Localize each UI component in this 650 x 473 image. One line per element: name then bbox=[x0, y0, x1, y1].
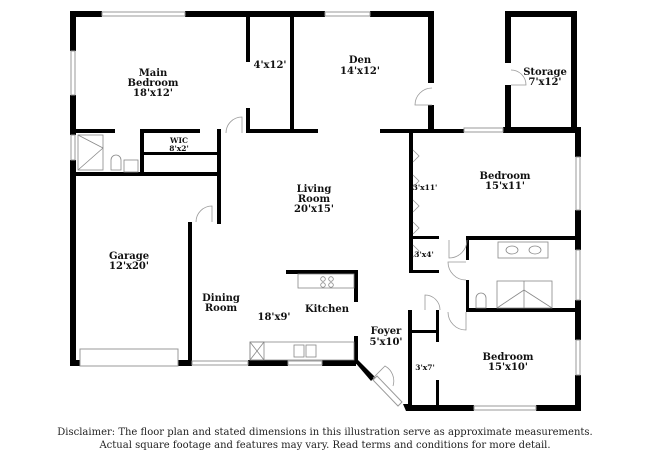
disclaimer-line-2: Actual square footage and features may v… bbox=[99, 440, 551, 451]
storage-label: Storage 7'x12' bbox=[523, 67, 567, 88]
bedroom-2-label: Bedroom 15'x11' bbox=[480, 171, 531, 192]
fixtures bbox=[77, 134, 553, 361]
svg-text:Room: Room bbox=[205, 303, 238, 314]
svg-text:WIC: WIC bbox=[169, 136, 188, 145]
foyer-label: Foyer 5'x10' bbox=[370, 326, 403, 348]
svg-text:Living: Living bbox=[297, 184, 332, 195]
dining-room-label: Dining Room bbox=[202, 293, 240, 314]
garage-label: Garage 12'x20' bbox=[109, 251, 149, 272]
svg-text:Garage: Garage bbox=[109, 251, 149, 262]
svg-text:15'x10': 15'x10' bbox=[488, 362, 528, 373]
closet-3x4-label: 3'x4' bbox=[414, 250, 434, 259]
windows bbox=[70, 11, 581, 411]
svg-text:Bedroom: Bedroom bbox=[483, 352, 534, 363]
svg-text:20'x15': 20'x15' bbox=[294, 204, 334, 215]
main-bedroom-label: Main Bedroom 18'x12' bbox=[128, 68, 179, 99]
closet-3x11-label: 3'x11' bbox=[413, 183, 438, 192]
svg-text:8'x2': 8'x2' bbox=[169, 144, 189, 153]
wic-label: WIC 8'x2' bbox=[169, 136, 189, 153]
living-room-label: Living Room 20'x15' bbox=[294, 184, 334, 215]
svg-text:5'x10': 5'x10' bbox=[370, 337, 403, 348]
doors bbox=[195, 69, 527, 387]
svg-text:15'x11': 15'x11' bbox=[485, 181, 525, 192]
kitchen-label: Kitchen bbox=[305, 304, 350, 315]
svg-text:7'x12': 7'x12' bbox=[529, 77, 562, 88]
disclaimer-line-1: Disclaimer: The floor plan and stated di… bbox=[57, 427, 593, 438]
den-label: Den 14'x12' bbox=[340, 55, 380, 77]
svg-text:18'x12': 18'x12' bbox=[133, 88, 173, 99]
closet-4x12-label: 4'x12' bbox=[254, 60, 287, 71]
svg-text:14'x12': 14'x12' bbox=[340, 66, 380, 77]
room-labels: Main Bedroom 18'x12' 4'x12' Den 14'x12' … bbox=[109, 55, 567, 373]
svg-text:Storage: Storage bbox=[523, 67, 567, 78]
svg-text:Bedroom: Bedroom bbox=[480, 171, 531, 182]
svg-text:Dining: Dining bbox=[202, 293, 240, 304]
svg-text:Room: Room bbox=[298, 194, 331, 205]
svg-text:12'x20': 12'x20' bbox=[109, 261, 149, 272]
closet-3x7-label: 3'x7' bbox=[415, 363, 435, 372]
disclaimer: Disclaimer: The floor plan and stated di… bbox=[0, 426, 650, 452]
svg-text:Bedroom: Bedroom bbox=[128, 78, 179, 89]
kitchen-dims-label: 18'x9' bbox=[258, 312, 291, 323]
svg-text:Main: Main bbox=[139, 68, 168, 79]
bedroom-3-label: Bedroom 15'x10' bbox=[483, 352, 534, 373]
svg-text:Foyer: Foyer bbox=[371, 326, 402, 337]
walls bbox=[70, 11, 581, 411]
svg-text:Den: Den bbox=[349, 55, 372, 66]
